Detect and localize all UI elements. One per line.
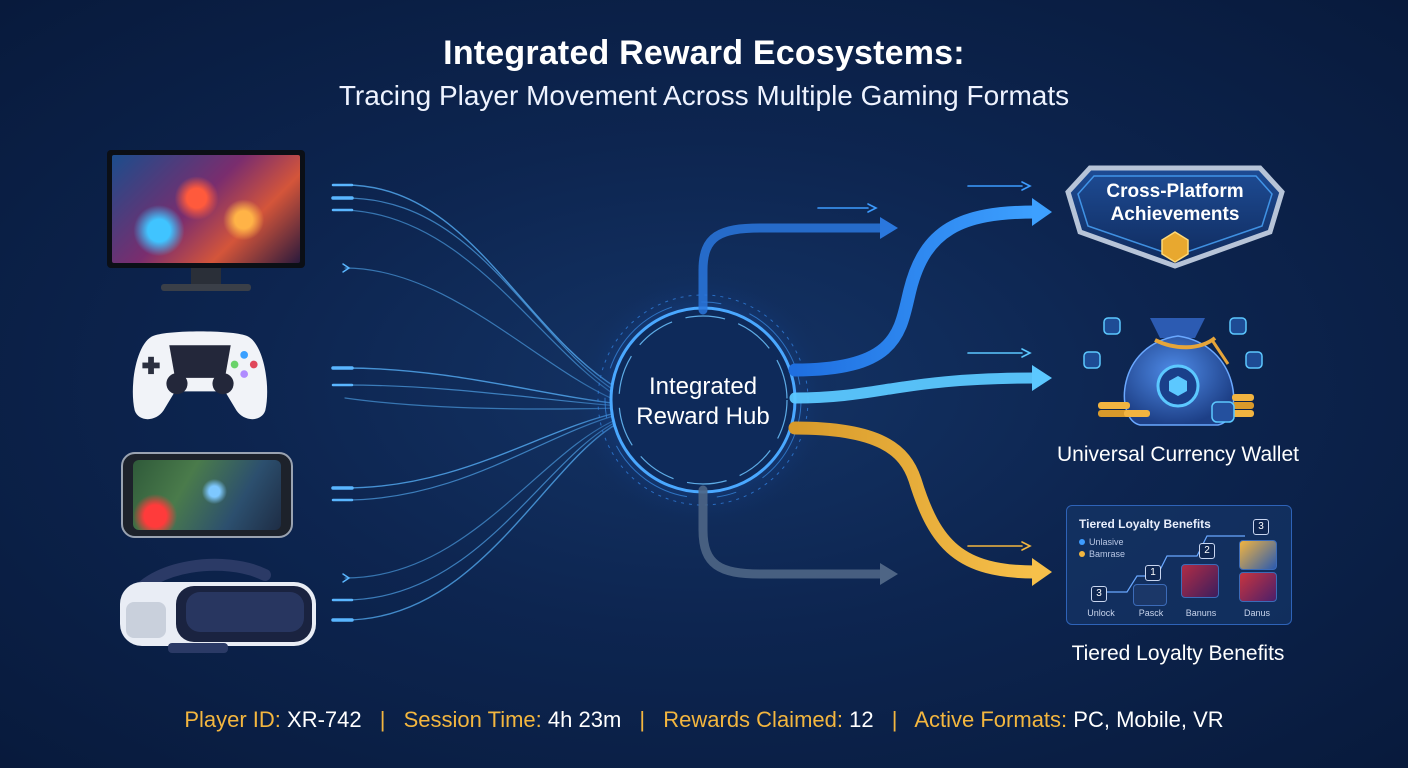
tier-caption: Pasck xyxy=(1138,608,1164,618)
output-stream-achievements xyxy=(788,205,1042,377)
loyalty-card-title: Tiered Loyalty Benefits xyxy=(1079,517,1211,531)
tier-number: 3 xyxy=(1253,519,1269,535)
output-streams xyxy=(698,181,1052,586)
tier-box xyxy=(1239,572,1277,602)
coin-bag-icon xyxy=(1083,317,1263,426)
loyalty-label: Tiered Loyalty Benefits xyxy=(1071,642,1285,665)
footer-divider: | xyxy=(891,707,898,732)
rewards-claimed-label: Rewards Claimed: xyxy=(663,707,843,732)
smartphone-icon xyxy=(121,452,293,538)
footer-divider: | xyxy=(639,707,646,732)
achievements-label-line2: Achievements xyxy=(1110,204,1240,225)
output-stream-gray xyxy=(698,485,885,579)
page-title: Integrated Reward Ecosystems: xyxy=(443,34,965,72)
achievements-label: Cross-Platform Achievements xyxy=(1090,180,1260,226)
vr-headset-icon xyxy=(120,558,316,653)
tier-box xyxy=(1133,584,1167,606)
tier-number: 1 xyxy=(1145,565,1161,581)
monitor-icon xyxy=(107,150,305,300)
status-footer: Player ID: XR-742 | Session Time: 4h 23m… xyxy=(0,707,1408,733)
tier-connectors xyxy=(1107,535,1245,593)
gamepad-icon xyxy=(128,328,272,428)
player-id-label: Player ID: xyxy=(184,707,281,732)
legend-item: Unlasive xyxy=(1079,537,1124,547)
tier-number: 3 xyxy=(1091,586,1107,602)
hub-label-line1: Integrated xyxy=(648,373,758,400)
wallet-label: Universal Currency Wallet xyxy=(1057,443,1299,466)
input-stream-heads xyxy=(331,183,354,622)
achievements-label-line1: Cross-Platform xyxy=(1106,181,1244,202)
loyalty-card: Tiered Loyalty Benefits Unlasive Bamrase… xyxy=(1066,505,1292,625)
tier-caption: Banuns xyxy=(1185,608,1217,618)
tier-caption: Danus xyxy=(1243,608,1270,618)
tier-box xyxy=(1181,564,1219,598)
active-formats-value: PC, Mobile, VR xyxy=(1073,707,1224,732)
footer-divider: | xyxy=(379,707,386,732)
shield-badge-icon xyxy=(1065,165,1285,269)
legend-item-label: Unlasive xyxy=(1089,537,1124,547)
session-time-value: 4h 23m xyxy=(547,707,622,732)
session-time-label: Session Time: xyxy=(403,707,542,732)
tier-caption: Unlock xyxy=(1087,608,1115,618)
player-id-value: XR-742 xyxy=(287,707,362,732)
legend-item-label: Bamrase xyxy=(1089,549,1126,559)
output-stream-wallet xyxy=(789,372,1041,404)
output-stream-loyalty xyxy=(788,421,1042,579)
active-formats-label: Active Formats: xyxy=(914,707,1068,732)
page-subtitle: Tracing Player Movement Across Multiple … xyxy=(338,80,1070,111)
tier-number: 2 xyxy=(1199,543,1215,559)
tier-box xyxy=(1239,540,1277,570)
rewards-claimed-value: 12 xyxy=(849,707,874,732)
reward-hub xyxy=(568,265,838,535)
output-stream-blue-up xyxy=(698,223,885,315)
hub-label-line2: Reward Hub xyxy=(636,403,770,430)
legend-item: Bamrase xyxy=(1079,549,1125,559)
hub-label: Integrated Reward Hub xyxy=(603,372,803,432)
